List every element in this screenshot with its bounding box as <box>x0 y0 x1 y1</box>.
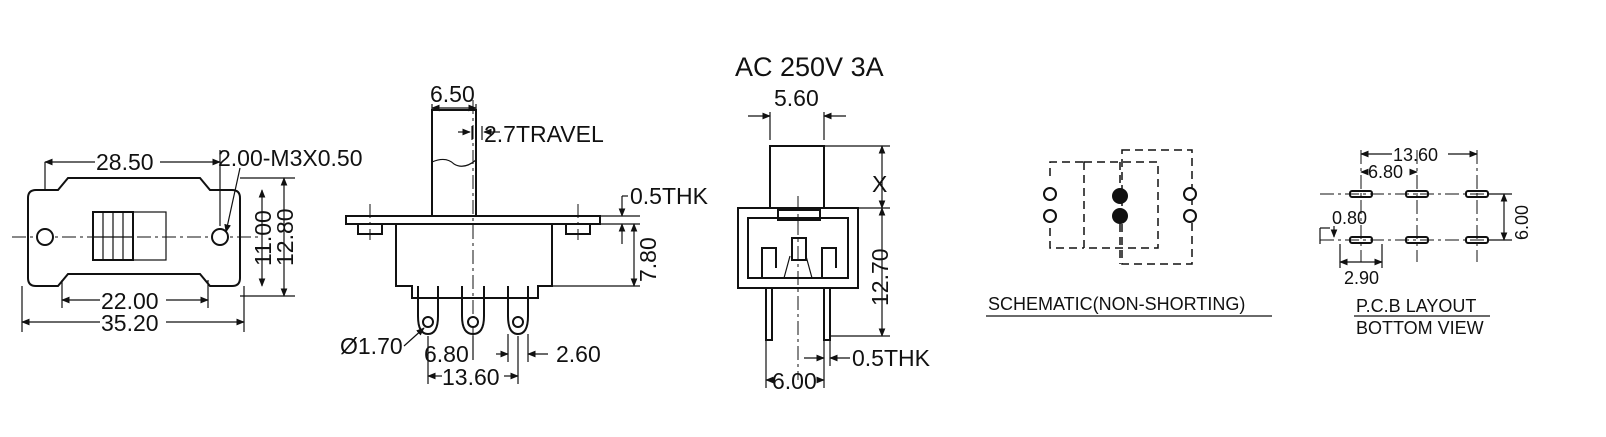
end-body-outer <box>737 207 859 289</box>
pcb-pads <box>1349 190 1489 244</box>
dim-side-thk: 0.5THK <box>630 183 709 209</box>
actuator <box>431 109 477 216</box>
pcb-dim-2-90: 2.90 <box>1344 268 1379 288</box>
dim-6-00-end: 6.00 <box>772 368 817 394</box>
top-view: 28.50 2.00-M3X0.50 11.00 12.80 22.00 35.… <box>12 145 362 336</box>
pcb-layout: 13.60 6.80 0.80 6.00 2.90 P.C.B LAYOUT B… <box>1319 145 1532 338</box>
mount-hole-right <box>211 228 229 246</box>
dim-12-70: 12.70 <box>867 248 893 306</box>
dim-12-80: 12.80 <box>272 208 298 266</box>
dim-5-60: 5.60 <box>774 85 819 111</box>
pins <box>417 286 529 336</box>
actuator-break <box>431 158 477 167</box>
pcb-dim-6-00: 6.00 <box>1512 205 1532 240</box>
top-view-outline <box>27 177 241 287</box>
rating-label: AC 250V 3A <box>735 52 884 82</box>
dim-35-20: 35.20 <box>101 310 159 336</box>
contact-2 <box>1043 209 1057 223</box>
dim-11-00: 11.00 <box>250 210 276 266</box>
contact-3 <box>1183 187 1197 201</box>
schematic-caption: SCHEMATIC(NON-SHORTING) <box>988 294 1245 314</box>
pcb-caption-1: P.C.B LAYOUT <box>1356 296 1476 316</box>
end-terminals <box>761 247 837 278</box>
dim-top-mark: X <box>872 171 887 197</box>
dim-28-50: 28.50 <box>96 149 154 175</box>
switch-body <box>395 224 553 299</box>
end-actuator <box>769 145 825 209</box>
dim-hole-spec: 2.00-M3X0.50 <box>218 145 362 171</box>
end-leg-right <box>823 288 831 341</box>
pcb-dim-6-80: 6.80 <box>1368 162 1403 182</box>
side-view: 6.50 2.7TRAVEL 0.5THK 7.80 Ø1.70 6.80 13… <box>340 81 709 390</box>
schematic: SCHEMATIC(NON-SHORTING) <box>986 149 1272 317</box>
contact-common-2 <box>1112 208 1128 224</box>
dim-pin-width: 2.60 <box>556 341 601 367</box>
end-leg-left <box>765 288 773 341</box>
slider-slot <box>132 211 167 261</box>
end-body-inner <box>747 217 849 279</box>
pcb-dim-0-80: 0.80 <box>1332 208 1367 228</box>
mount-hole-left <box>36 228 54 246</box>
dim-travel: 2.7TRAVEL <box>484 121 604 147</box>
dim-end-thk: 0.5THK <box>852 345 931 371</box>
dim-pin-span: 13.60 <box>442 364 500 390</box>
dim-22-00: 22.00 <box>101 288 159 314</box>
schematic-pos-left <box>1083 161 1159 249</box>
pcb-dim-13-60: 13.60 <box>1393 145 1438 165</box>
pcb-caption-2: BOTTOM VIEW <box>1356 318 1484 338</box>
schematic-pos-right <box>1121 149 1193 265</box>
contact-1 <box>1043 187 1057 201</box>
dim-pin-pitch: 6.80 <box>424 341 469 367</box>
dim-6-50: 6.50 <box>430 81 475 107</box>
dim-pin-dia: Ø1.70 <box>340 333 403 359</box>
contact-4 <box>1183 209 1197 223</box>
end-contact <box>791 237 807 261</box>
end-view: 5.60 X 12.70 0.5THK 6.00 <box>737 85 931 394</box>
contact-common-1 <box>1112 188 1128 204</box>
dim-7-80: 7.80 <box>635 237 661 282</box>
